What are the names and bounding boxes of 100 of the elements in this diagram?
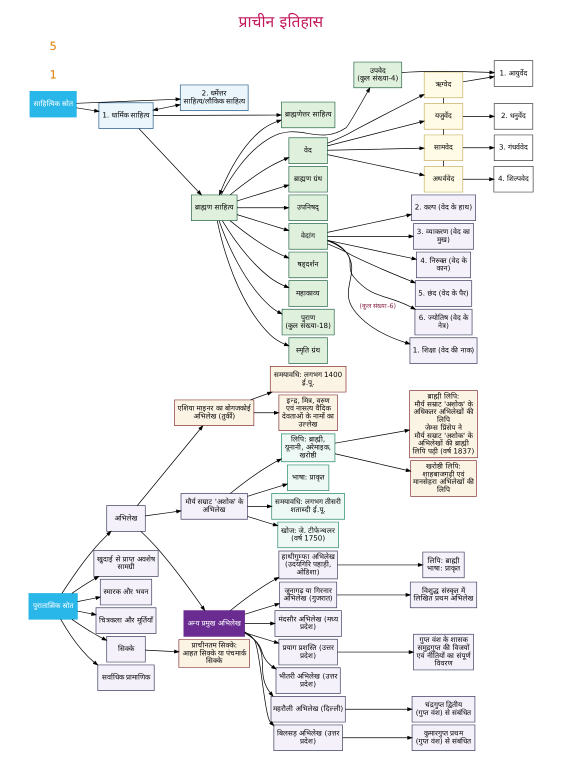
node-box: 1. आयुर्वेद xyxy=(494,60,534,87)
node-box: ऋग्वेद xyxy=(424,72,464,98)
arrow xyxy=(462,177,495,182)
arrow xyxy=(60,618,99,666)
arrow xyxy=(244,631,275,726)
arrow xyxy=(230,157,290,196)
arrow xyxy=(345,707,413,712)
arrow xyxy=(342,736,414,740)
node-box: अन्य प्रमुख अभिलेख xyxy=(184,610,245,637)
node-box: बिलसड़ अभिलेख (उत्तर प्रदेश) xyxy=(274,724,343,751)
arrow xyxy=(327,240,411,344)
node-box: अभिलेख xyxy=(106,505,146,532)
arrow xyxy=(327,240,418,260)
node-box: हाथीगुम्फा अभिलेख (उदयगिरि पहाड़ी, ओडिशा) xyxy=(278,550,338,580)
arrow xyxy=(77,596,102,602)
node-box: 2. धर्मेत्तर साहित्य/लौकिक साहित्य xyxy=(180,84,248,111)
node-box: 3. गंधर्ववेद xyxy=(494,134,534,161)
node-box: भाषा: प्राकृत xyxy=(287,464,330,491)
arrow xyxy=(462,146,496,150)
node-box: एशिया माइनर का बोगजकोई अभिलेख (तुर्की) xyxy=(174,400,254,426)
node-box: खरोष्ठी लिपि: शाहबाजगढ़ी एवं मानसेहरा अभिलेखों की लिपि xyxy=(410,460,477,497)
node-box: षड्दर्शन xyxy=(288,252,328,278)
arrow xyxy=(230,458,282,494)
node-box: प्रयाग प्रशस्ति (उत्तर प्रदेश) xyxy=(278,638,338,666)
node-box: 4. निरुक्त (वेद के कान) xyxy=(416,252,471,278)
node-box: इन्द्र, मित्र, वरुण एवं नासत्य वैदिक देवताओं के नामों का उल्लेख xyxy=(278,394,338,431)
arrow xyxy=(222,220,290,288)
arrow xyxy=(462,75,496,82)
node-box: 1. शिक्षा (वेद की नाक) xyxy=(410,337,478,364)
node-box: स्मारक और भवन xyxy=(100,578,152,606)
connector xyxy=(443,128,444,136)
node-box: यजुर्वेद xyxy=(424,103,464,130)
arrow xyxy=(244,632,277,670)
node-box: विशुद्ध संस्कृत में लिखित प्रथम अभिलेख xyxy=(410,582,478,608)
arrow xyxy=(462,114,496,118)
diagram-title: प्राचीन इतिहास xyxy=(238,12,324,31)
node-box: 5. छंद (वेद के पैर) xyxy=(414,280,472,307)
arrow xyxy=(327,154,426,176)
arrow xyxy=(327,234,414,238)
node-box: स्मृति ग्रंथ xyxy=(288,337,328,364)
node-box: महाकाव्य xyxy=(288,280,328,307)
arrow xyxy=(144,510,182,516)
arrow xyxy=(334,453,412,472)
arrow xyxy=(254,410,280,415)
arrow xyxy=(327,243,416,284)
node-box: समयावधि: लगभग तीसरी शताब्दी ई.पू. xyxy=(271,493,345,520)
node-box: अथर्ववेद xyxy=(424,166,464,192)
arrow xyxy=(334,428,410,444)
node-box: भीतरी अभिलेख (उत्तर प्रदेश) xyxy=(276,667,341,694)
arrow xyxy=(327,94,425,144)
node-box: उपवेद (कुल संख्या-4) xyxy=(354,62,402,88)
node-box: कुमारगुप्त प्रथम (गुप्त वंश) से संबंधित xyxy=(412,724,476,751)
node-box: महरौली अभिलेख (दिल्ली) xyxy=(270,696,346,722)
node-box: मौर्य सम्राट 'अशोक' के अभिलेख xyxy=(180,493,248,520)
arrow xyxy=(77,610,98,616)
node-box: जूनागढ़ या गिरनार अभिलेख (गुजरात) xyxy=(279,582,338,608)
arrow xyxy=(244,632,280,644)
label: 1 xyxy=(50,67,57,82)
arrow xyxy=(72,576,100,594)
arrow xyxy=(230,576,280,611)
arrow xyxy=(247,516,279,526)
node-box: ब्राह्मणेत्तर साहित्य xyxy=(281,102,336,128)
node-box: समयावधि: लगभग 1400 ई.पू. xyxy=(270,366,346,392)
connector xyxy=(443,98,444,104)
arrow xyxy=(327,214,412,233)
arrow xyxy=(336,592,412,597)
arrow xyxy=(402,70,496,74)
node-box: ब्राह्मण ग्रंथ xyxy=(288,166,328,192)
node-box: 4. शिल्पवेद xyxy=(494,166,534,192)
arrow xyxy=(236,206,290,210)
arrow xyxy=(244,603,280,615)
arrow xyxy=(236,184,290,202)
node-box: 1. धार्मिक साहित्य xyxy=(98,102,154,129)
arrow xyxy=(144,650,180,654)
node-box: वेद xyxy=(288,137,328,164)
arrow xyxy=(218,220,283,314)
node-box: खोज: जे. टीफेन्थलर (वर्ष 1750) xyxy=(277,522,339,548)
arrow xyxy=(140,531,206,612)
node-box: प्राचीनतम सिक्के: आहत सिक्के या पंचमार्क सिक्के xyxy=(178,639,250,668)
arrow xyxy=(152,104,182,112)
node-box: लिपि: ब्राह्मी, यूनानी, अरेमाइक, खरोष्ठी xyxy=(281,434,336,462)
arrow xyxy=(337,650,414,654)
arrow xyxy=(236,214,290,232)
arrow xyxy=(327,120,426,146)
arrow xyxy=(76,107,100,113)
arrow xyxy=(247,483,288,497)
node-box: लिपि: ब्राह्मी भाषा: प्राकृत xyxy=(422,552,465,578)
arrow xyxy=(337,562,424,567)
node-box: 6. ज्योतिष (वेद के नेत्र) xyxy=(414,308,472,336)
arrow xyxy=(72,618,108,641)
node-box: साहित्यिक स्रोत xyxy=(30,91,77,118)
node-box: पुराण (कुल संख्या-18) xyxy=(282,308,335,336)
arrow xyxy=(216,220,290,346)
arrow xyxy=(327,240,416,310)
arrow xyxy=(230,220,290,258)
node-box: ब्राह्मी लिपि: मौर्य सम्राट 'अशोक' के अधिकतर अभिलेखों की लिपि जेम्स प्रिंसेप ने मौर्य सम्राट 'अशोक' के अभिलेखों की ब्राह्मी लिपि पढ़ी (वर्ष 1837) xyxy=(409,390,478,458)
node-box: 3. व्याकरण (वेद का मुख) xyxy=(413,223,474,250)
node-box: मंदसौर अभिलेख (मध्य प्रदेश) xyxy=(274,610,342,637)
node-box: 2. कल्प (वेद के हाथ) xyxy=(411,194,476,221)
node-box: ब्राह्मण साहित्य xyxy=(191,194,238,221)
